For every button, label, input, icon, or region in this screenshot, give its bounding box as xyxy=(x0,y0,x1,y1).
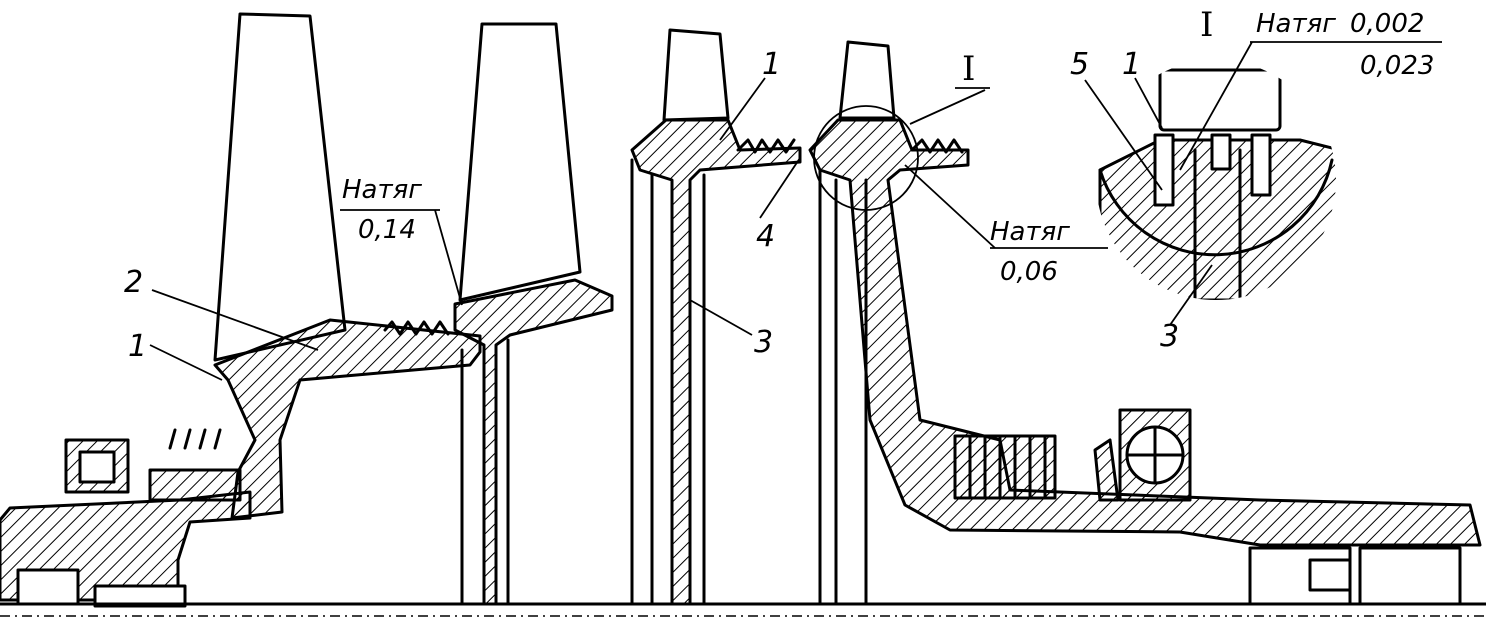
detail-marker-circle xyxy=(813,87,990,211)
stage-2-disk xyxy=(453,22,614,606)
shaft-assembly xyxy=(0,438,1486,617)
stage-1-disk xyxy=(148,12,482,520)
detail-view-i xyxy=(1098,68,1336,300)
interference-right-label: Натяг xyxy=(990,217,1070,247)
interference-left-label: Натяг xyxy=(342,175,422,205)
interference-detail-lower: 0,023 xyxy=(1360,51,1434,81)
detail-callout-3: 3 xyxy=(1160,319,1179,354)
rear-bearing-assembly xyxy=(953,408,1462,606)
detail-view-title: I xyxy=(1200,5,1213,45)
callout-1-left: 1 xyxy=(128,329,147,364)
callout-1-top: 1 xyxy=(762,47,781,82)
interference-detail-label: Натяг xyxy=(1256,9,1336,39)
detail-callout-1: 1 xyxy=(1122,47,1141,82)
callout-4: 4 xyxy=(756,219,775,254)
interference-detail-upper: 0,002 xyxy=(1350,9,1424,39)
interference-right-value: 0,06 xyxy=(1000,257,1058,287)
stage-3-disk xyxy=(630,28,802,606)
callout-detail-mark: I xyxy=(962,49,975,89)
stage-4-disk xyxy=(808,40,1482,606)
detail-callout-5: 5 xyxy=(1070,47,1089,82)
interference-left-value: 0,14 xyxy=(358,215,416,245)
leader-lines xyxy=(149,41,1442,381)
callout-2: 2 xyxy=(124,265,143,300)
callout-3-mid: 3 xyxy=(754,325,773,360)
